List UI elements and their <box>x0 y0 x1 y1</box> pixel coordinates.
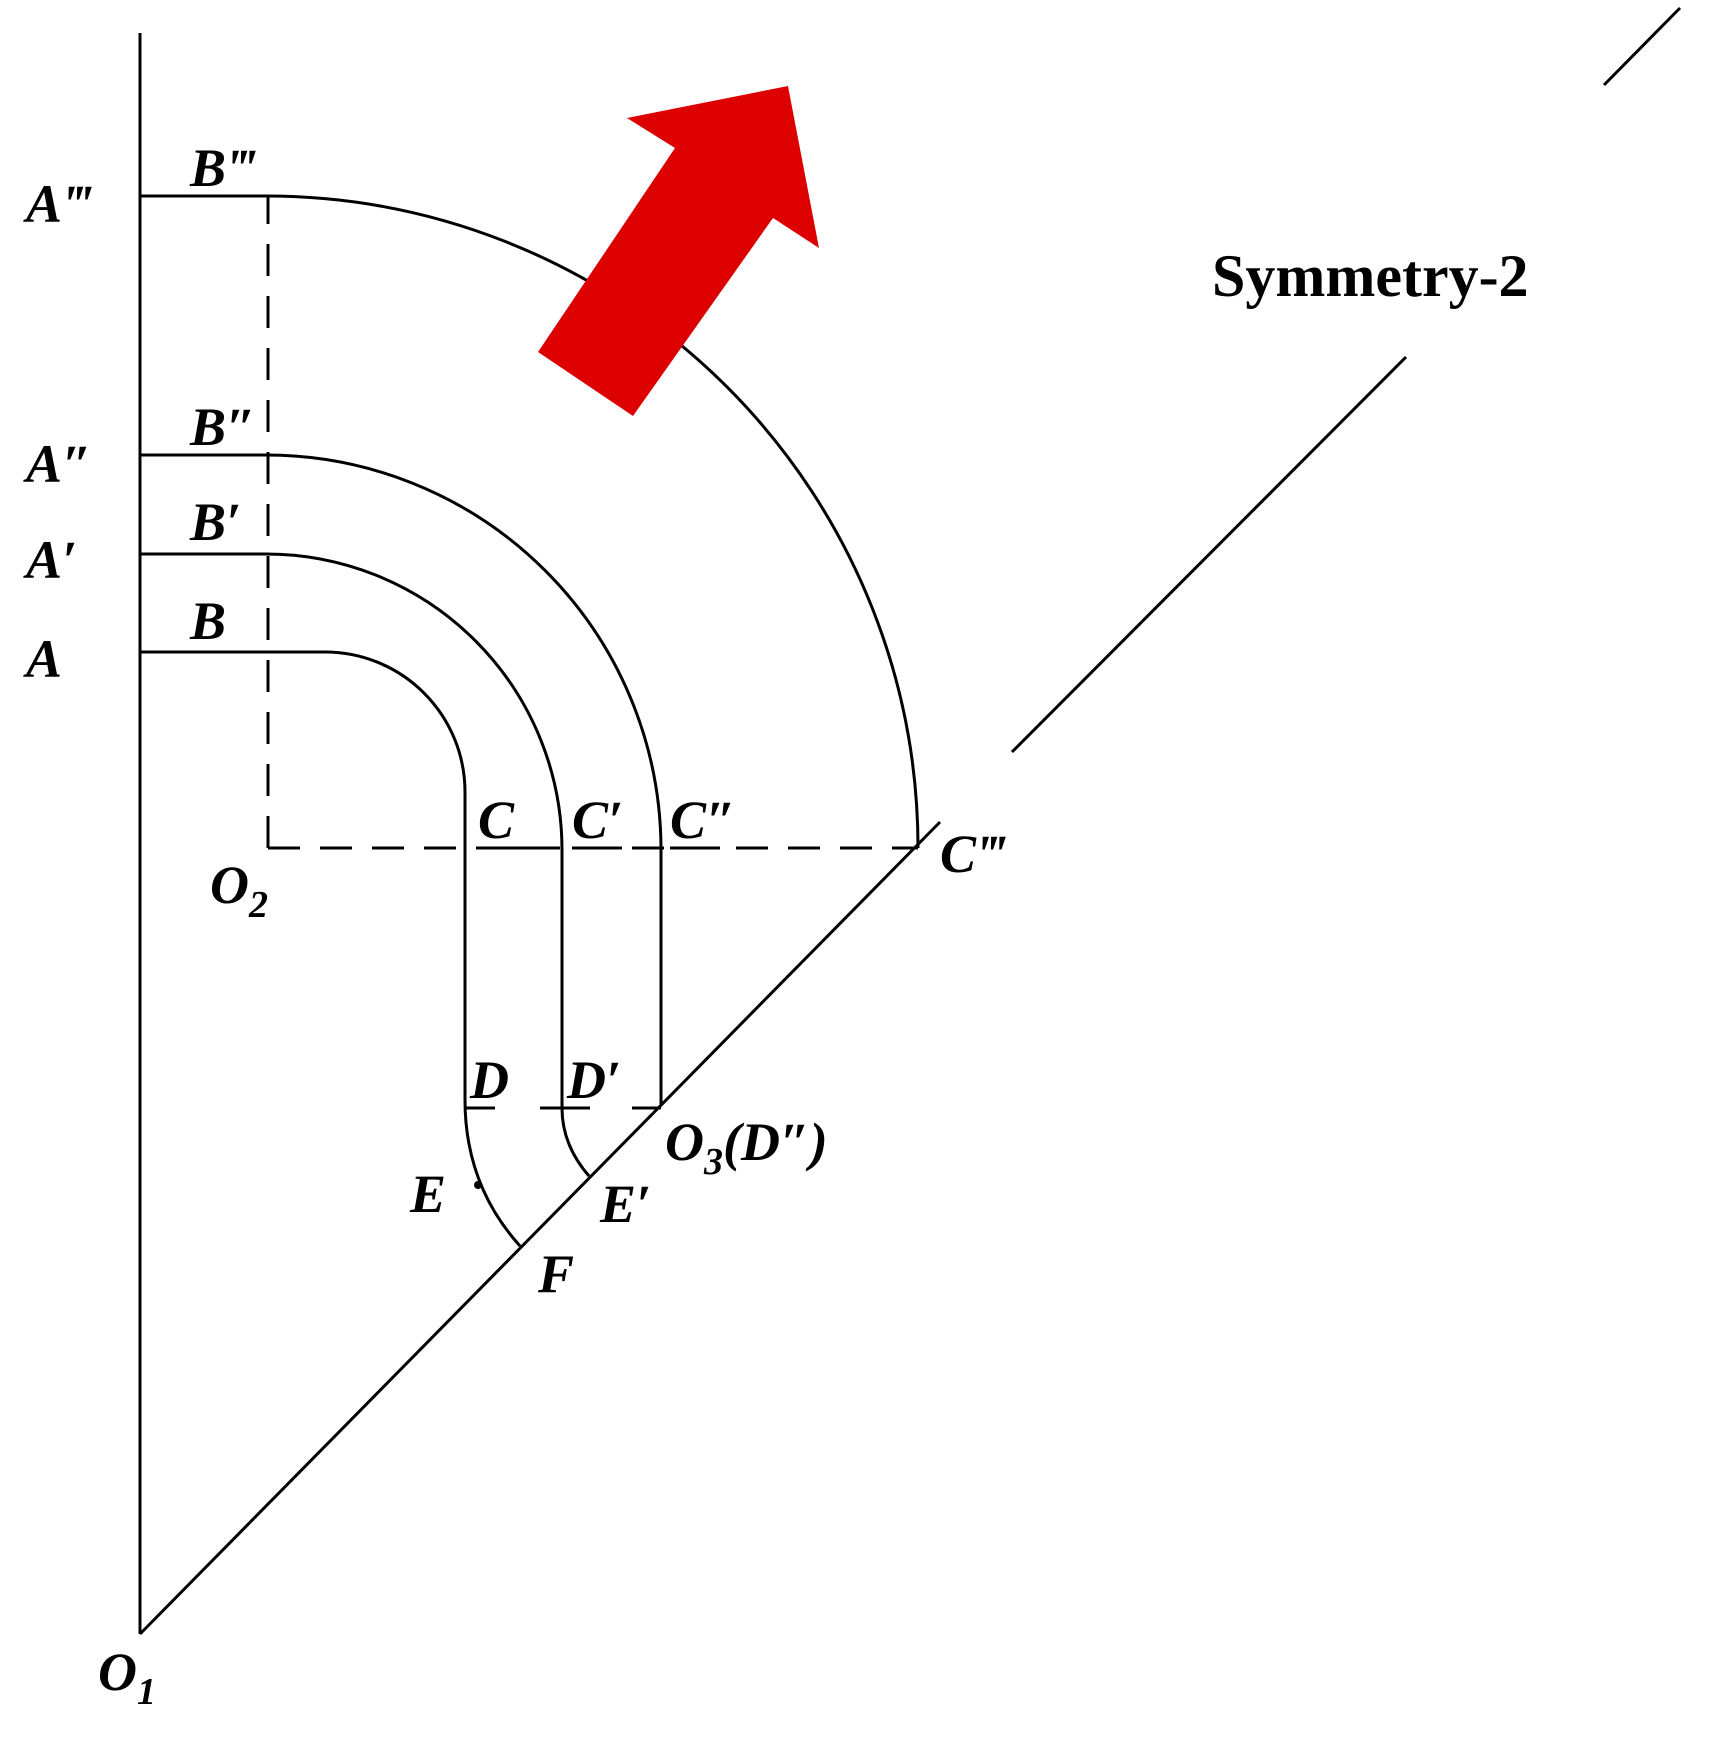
symmetry-label: Symmetry-2 <box>1212 243 1529 309</box>
label-e: E <box>409 1164 446 1224</box>
symmetry-line-segment-top <box>1602 6 1682 87</box>
symmetry-line-segment-mid <box>1010 355 1408 754</box>
curve-abcdef <box>140 650 522 1248</box>
label-d: D <box>469 1050 509 1110</box>
label-e1: E′ <box>599 1174 651 1234</box>
symmetry-diagonal-line <box>138 820 942 1636</box>
label-a1: A′ <box>23 530 77 590</box>
label-o1: O1 <box>98 1642 156 1713</box>
label-c: C <box>478 790 515 850</box>
curve-a1-e1 <box>140 552 591 1177</box>
label-b3: B‴ <box>189 138 256 198</box>
label-b1: B′ <box>189 492 241 552</box>
curve-a2-d2 <box>140 453 663 1106</box>
label-a: A <box>23 629 62 689</box>
label-f: F <box>537 1244 574 1304</box>
label-d1: D′ <box>566 1050 621 1110</box>
label-o3: O3(D″) <box>665 1112 828 1183</box>
label-c3: C‴ <box>940 824 1006 884</box>
label-c2: C″ <box>670 790 736 850</box>
label-c1: C′ <box>572 790 623 850</box>
label-b2: B″ <box>189 397 256 457</box>
label-b: B <box>189 591 226 651</box>
label-o2: O2 <box>210 855 268 926</box>
label-a3: A‴ <box>23 174 92 234</box>
label-a2: A″ <box>23 434 92 494</box>
point-e-dot <box>474 1181 482 1189</box>
curve-a3-c3 <box>140 194 920 849</box>
red-rotation-arrow <box>538 86 819 416</box>
